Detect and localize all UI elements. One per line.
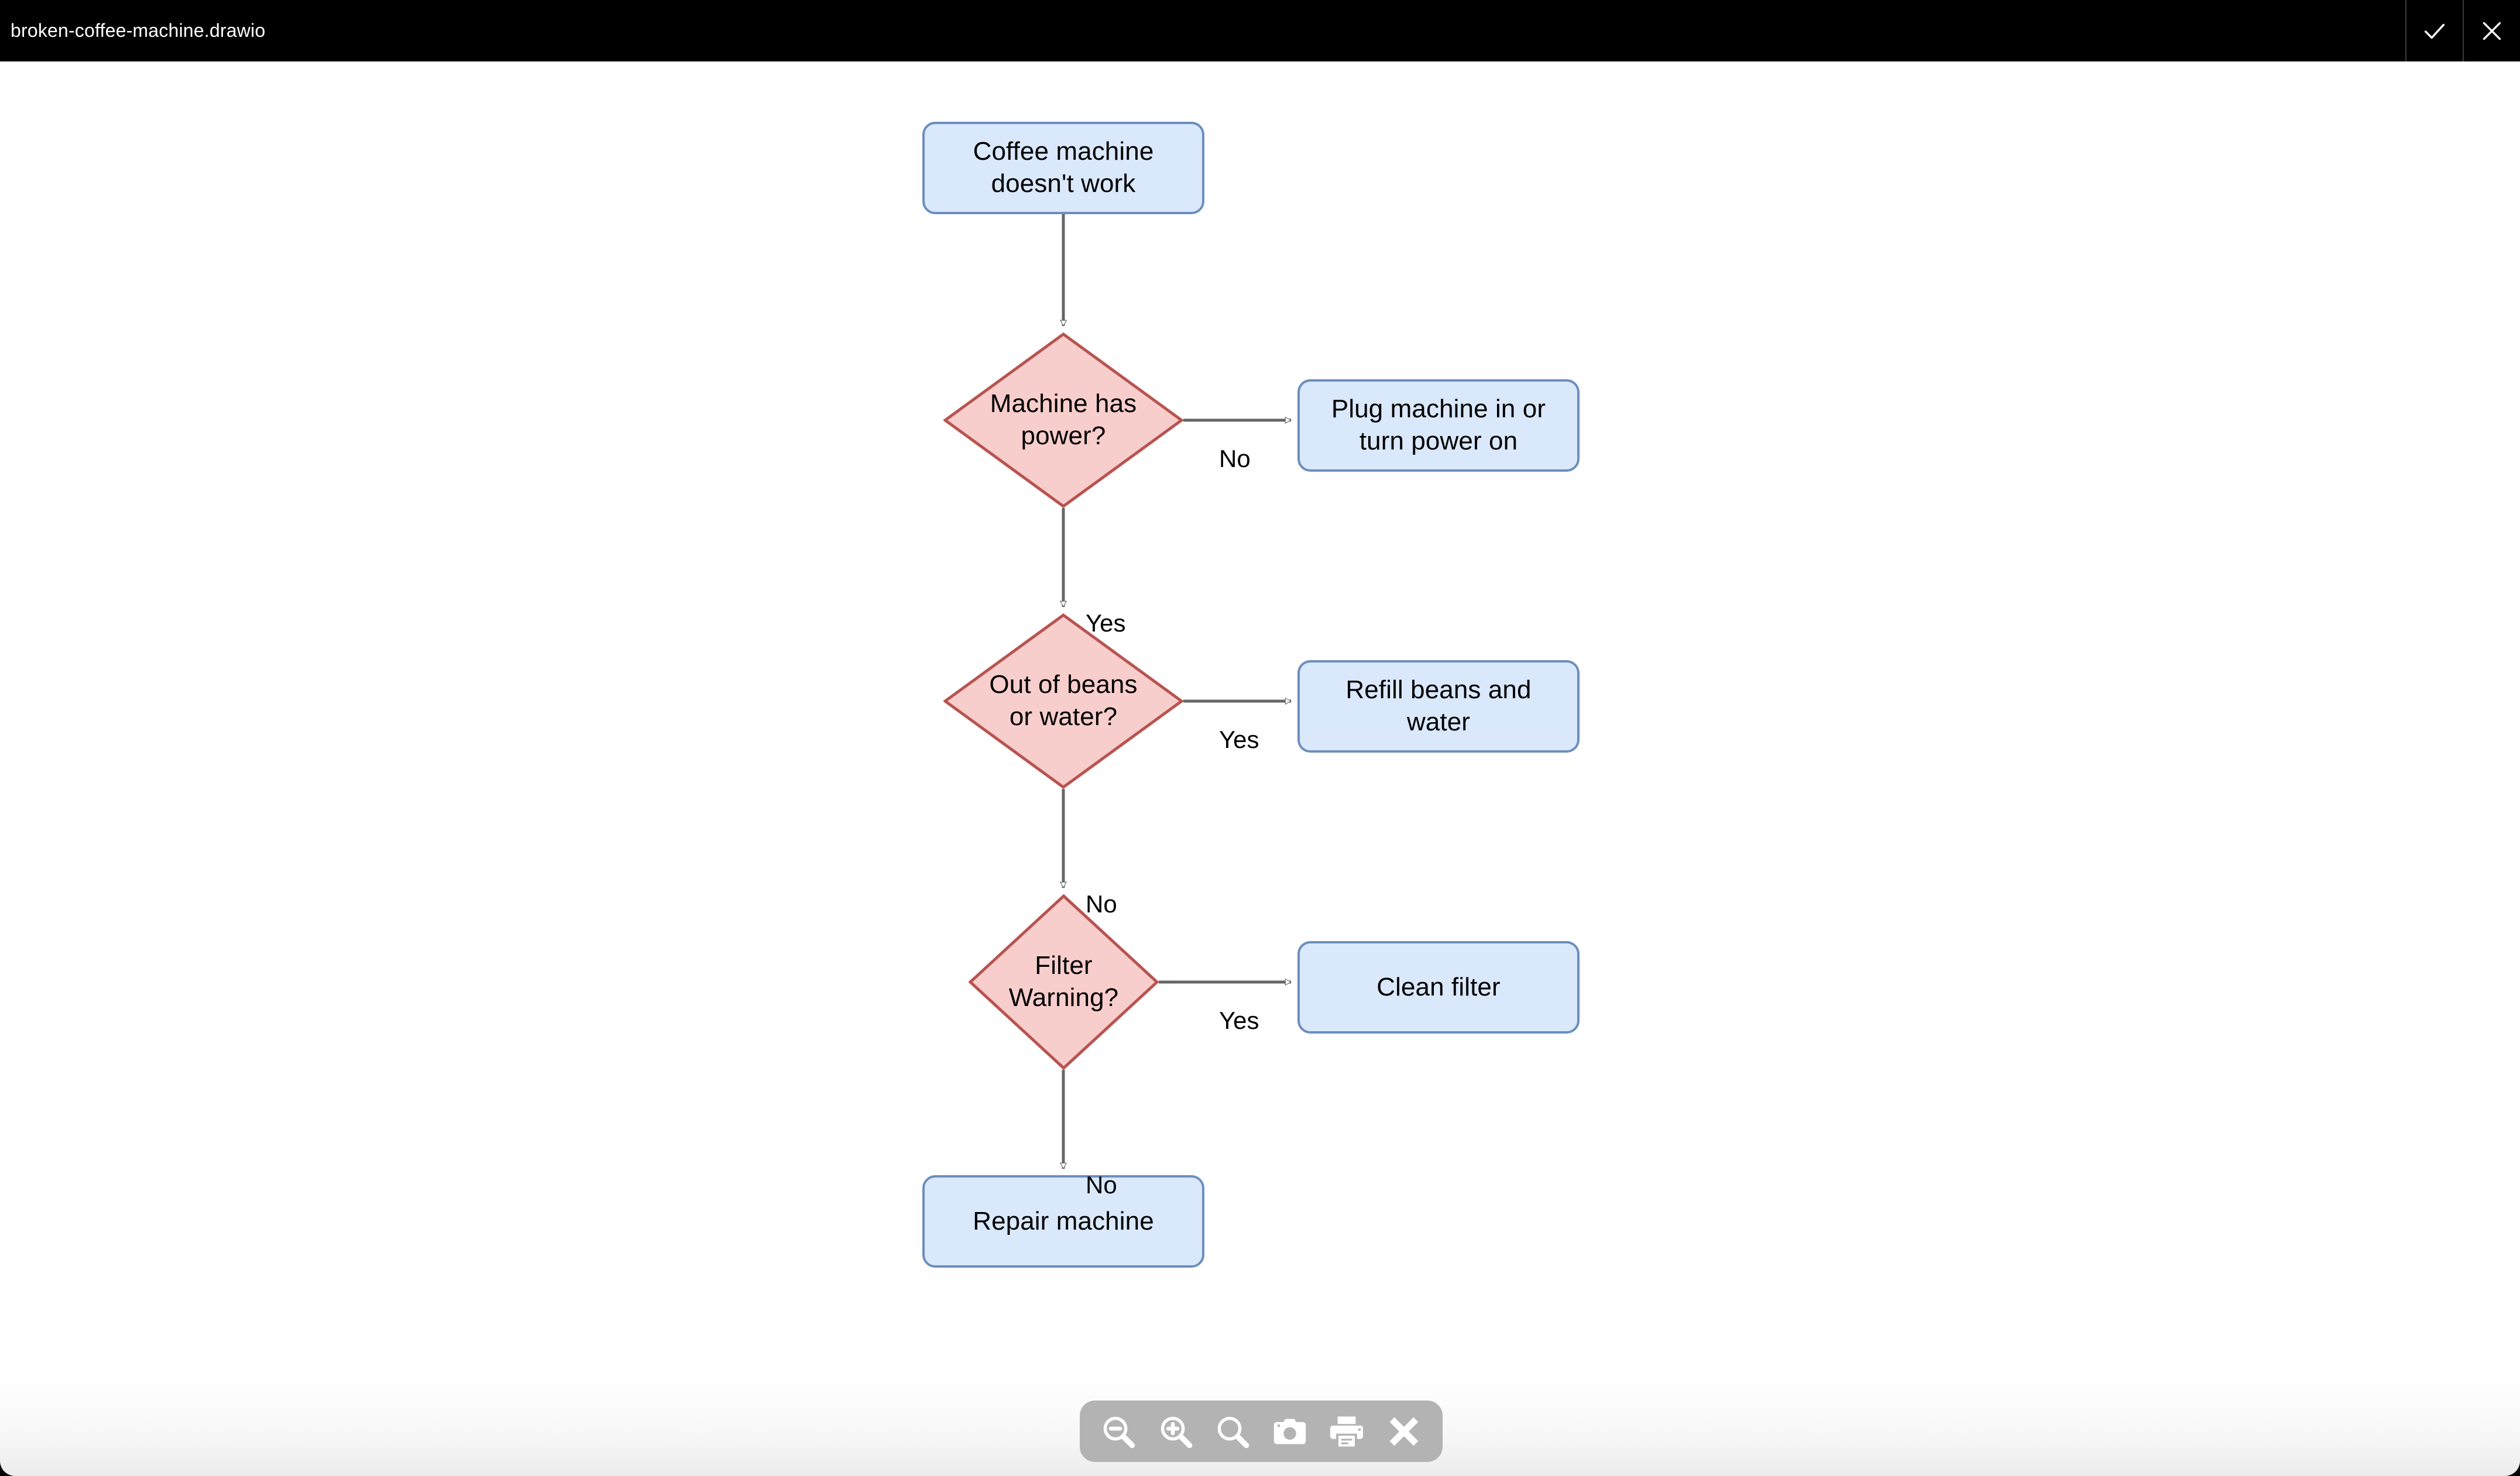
close-icon xyxy=(2478,18,2505,44)
window-title-bar: broken-coffee-machine.drawio xyxy=(0,0,2520,61)
diamond-shape xyxy=(943,332,1183,508)
check-icon xyxy=(2421,18,2448,44)
node-machine-has-power-label: Machine has power? xyxy=(990,389,1137,450)
magnifier-icon xyxy=(1213,1412,1252,1451)
drawio-viewer-page: Coffee machine doesn't work Machine has … xyxy=(0,61,2520,1476)
node-start[interactable]: Coffee machine doesn't work xyxy=(922,122,1204,214)
zoom-in-icon xyxy=(1156,1412,1195,1451)
node-clean-filter[interactable]: Clean filter xyxy=(1297,941,1580,1034)
close-icon xyxy=(1385,1412,1423,1451)
node-refill-beans-and-water[interactable]: Refill beans and water xyxy=(1297,660,1580,753)
edge-label-yes-power: Yes xyxy=(1086,609,1126,637)
node-clean-filter-label: Clean filter xyxy=(1376,972,1501,1001)
node-out-of-beans-or-water-label: Out of beans or water? xyxy=(989,670,1138,731)
node-filter-warning-label: Filter Warning? xyxy=(1008,951,1119,1012)
snapshot-button[interactable] xyxy=(1268,1409,1312,1454)
node-plug-machine-in-label: Plug machine in or turn power on xyxy=(1331,394,1546,455)
printer-icon xyxy=(1327,1412,1366,1451)
node-start-label: Coffee machine doesn't work xyxy=(973,137,1154,198)
edge-label-no-power: No xyxy=(1219,445,1251,472)
zoom-out-icon xyxy=(1099,1412,1138,1451)
viewer-toolbar[interactable] xyxy=(1080,1401,1443,1462)
zoom-in-button[interactable] xyxy=(1153,1409,1198,1454)
node-refill-beans-and-water-label: Refill beans and water xyxy=(1345,675,1532,736)
print-button[interactable] xyxy=(1324,1409,1369,1454)
window-title: broken-coffee-machine.drawio xyxy=(11,20,266,41)
node-repair-machine-label: Repair machine xyxy=(973,1206,1154,1235)
close-viewer-button[interactable] xyxy=(1382,1409,1426,1454)
edge-label-yes-filter: Yes xyxy=(1219,1007,1259,1034)
diagram-canvas[interactable]: Coffee machine doesn't work Machine has … xyxy=(0,61,2520,1476)
camera-icon xyxy=(1271,1412,1309,1451)
diamond-shape xyxy=(943,613,1183,789)
close-window-button[interactable] xyxy=(2463,0,2520,61)
node-filter-warning[interactable]: Filter Warning? xyxy=(969,894,1159,1070)
confirm-button[interactable] xyxy=(2405,0,2463,61)
node-repair-machine[interactable]: Repair machine xyxy=(922,1175,1204,1268)
edge-layer xyxy=(0,214,2520,1476)
edge-label-no-out-of: No xyxy=(1086,890,1117,918)
edge-label-no-filter: No xyxy=(1086,1171,1117,1199)
diamond-shape xyxy=(969,894,1159,1070)
edge-label-yes-out-of: Yes xyxy=(1219,726,1259,753)
node-out-of-beans-or-water[interactable]: Out of beans or water? xyxy=(943,613,1183,789)
zoom-out-button[interactable] xyxy=(1096,1409,1141,1454)
node-plug-machine-in[interactable]: Plug machine in or turn power on xyxy=(1297,379,1580,472)
node-machine-has-power[interactable]: Machine has power? xyxy=(943,332,1183,508)
zoom-reset-button[interactable] xyxy=(1210,1409,1255,1454)
